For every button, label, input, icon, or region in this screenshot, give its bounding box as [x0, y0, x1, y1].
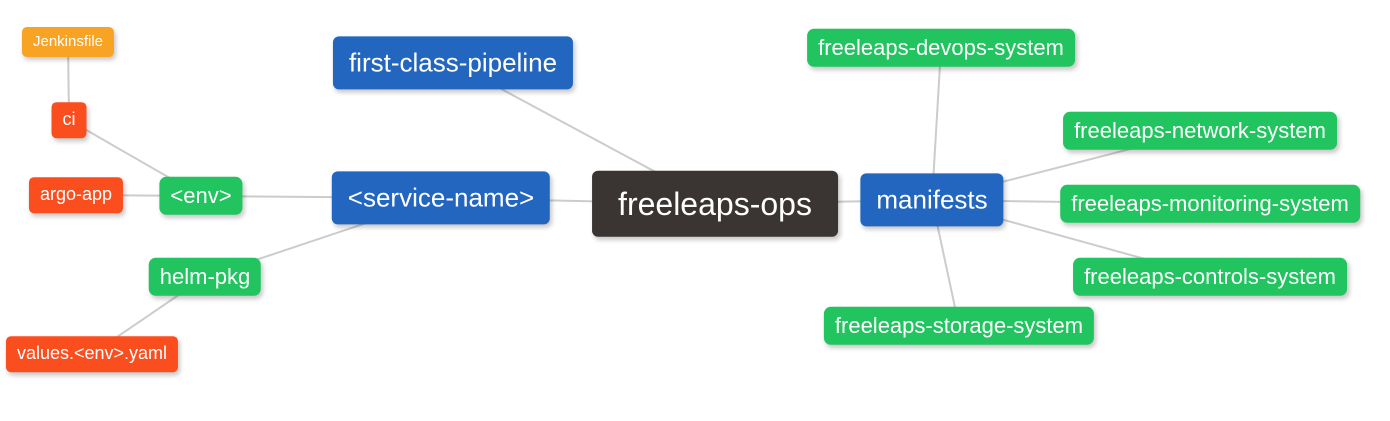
node-ci[interactable]: ci	[51, 102, 87, 138]
node-freeleaps-monitoring-system[interactable]: freeleaps-monitoring-system	[1060, 184, 1360, 224]
node-label: argo-app	[39, 184, 113, 205]
node-label: values.<env>.yaml	[16, 343, 168, 364]
node-freeleaps-storage-system[interactable]: freeleaps-storage-system	[823, 306, 1095, 346]
node-label: Jenkinsfile	[32, 33, 104, 50]
node-first-class-pipeline[interactable]: first-class-pipeline	[332, 36, 574, 90]
node-manifests[interactable]: manifests	[860, 173, 1004, 227]
node-freeleaps-ops[interactable]: freeleaps-ops	[592, 170, 838, 238]
node-env[interactable]: <env>	[159, 176, 243, 216]
node-freeleaps-network-system[interactable]: freeleaps-network-system	[1063, 111, 1337, 151]
node-label: freeleaps-ops	[618, 185, 812, 222]
node-label: manifests	[876, 184, 988, 215]
node-label: freeleaps-storage-system	[834, 312, 1084, 338]
node-label: freeleaps-devops-system	[818, 34, 1064, 60]
node-label: ci	[62, 109, 76, 130]
node-values-env-yaml[interactable]: values.<env>.yaml	[5, 336, 179, 372]
node-label: helm-pkg	[159, 263, 251, 289]
node-label: freeleaps-network-system	[1074, 117, 1326, 143]
node-label: <service-name>	[347, 182, 535, 213]
node-label: first-class-pipeline	[348, 47, 558, 78]
node-label: freeleaps-monitoring-system	[1071, 190, 1349, 216]
node-jenkinsfile[interactable]: Jenkinsfile	[21, 27, 115, 57]
node-service-name[interactable]: <service-name>	[331, 171, 551, 225]
node-freeleaps-devops-system[interactable]: freeleaps-devops-system	[807, 28, 1075, 68]
node-freeleaps-controls-system[interactable]: freeleaps-controls-system	[1073, 257, 1347, 297]
node-helm-pkg[interactable]: helm-pkg	[148, 257, 262, 297]
node-argo-app[interactable]: argo-app	[28, 177, 124, 213]
node-label: freeleaps-controls-system	[1084, 263, 1336, 289]
node-label: <env>	[170, 182, 232, 208]
